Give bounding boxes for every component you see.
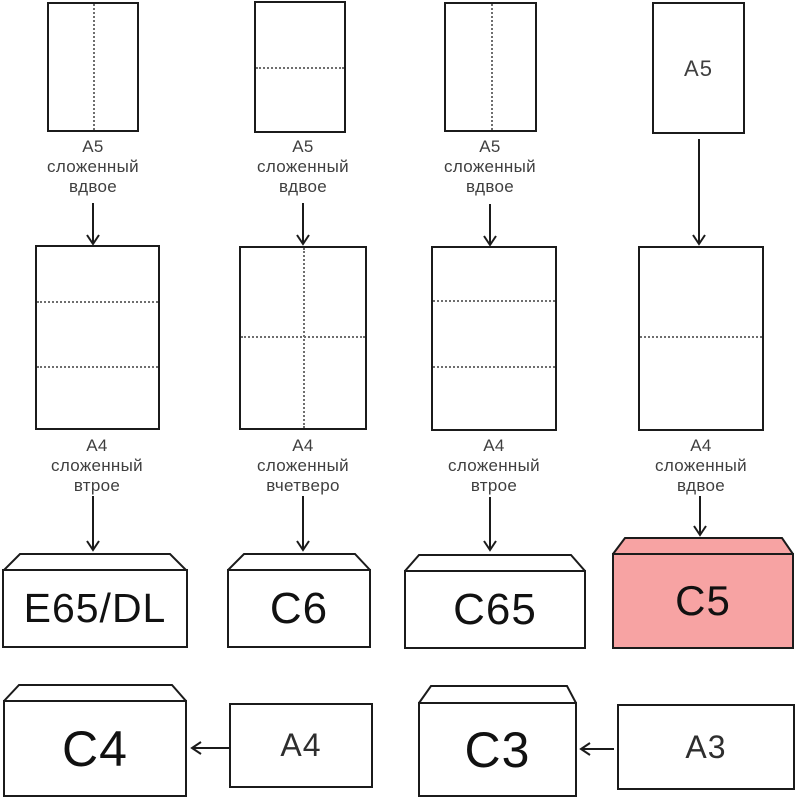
label-line: A4: [483, 436, 505, 455]
down-arrow: [483, 204, 497, 247]
envelope-label-c4: C4: [62, 720, 128, 777]
left-arrow: [579, 742, 614, 756]
sheet-a4: A4: [229, 703, 373, 788]
down-arrow: [483, 497, 497, 552]
paper-a4-col4: [638, 246, 764, 431]
label-line: A4: [292, 436, 314, 455]
label-line: сложенный: [448, 456, 540, 475]
paper-a4-col1: [35, 245, 160, 430]
paper-a4-col3: [431, 246, 557, 431]
envelope-e65dl: [2, 553, 188, 648]
fold-line-horizontal: [640, 335, 762, 338]
fold-line-horizontal: [433, 300, 555, 303]
down-arrow: [693, 496, 707, 537]
down-arrow: [86, 203, 100, 246]
paper-a5-col1: [47, 2, 139, 132]
envelope-c3: [418, 685, 577, 797]
fold-line-horizontal: [241, 336, 365, 339]
fold-line-vertical: [490, 4, 493, 130]
label-a4-folded-col2: A4 сложенный вчетверо: [218, 436, 388, 496]
envelope-c5-highlighted: [612, 537, 794, 649]
fold-line-horizontal: [37, 301, 158, 304]
down-arrow: [296, 203, 310, 246]
fold-line-horizontal: [256, 67, 344, 69]
label-line: вдвое: [278, 177, 327, 196]
label-a5-folded-col2: A5 сложенный вдвое: [228, 137, 378, 197]
envelope-c4: [3, 684, 187, 797]
envelope-label-c3: C3: [464, 721, 531, 778]
label-line: вчетверо: [266, 476, 340, 495]
label-a5-folded-col3: A5 сложенный вдвое: [415, 137, 565, 197]
label-line: A5: [292, 137, 314, 156]
paper-a5-inner-label: A5: [684, 56, 713, 81]
envelope-c6: [227, 553, 371, 648]
envelope-label-c5: C5: [675, 577, 731, 624]
label-line: сложенный: [257, 157, 349, 176]
label-line: A5: [479, 137, 501, 156]
envelope-label-c6: C6: [269, 583, 329, 633]
label-line: втрое: [470, 476, 518, 495]
sheet-a3-label: A3: [685, 728, 727, 765]
down-arrow: [86, 496, 100, 552]
sheet-a3: A3: [617, 704, 795, 790]
envelope-label-e65dl: E65/DL: [23, 585, 167, 631]
sheet-a4-label: A4: [280, 727, 322, 763]
label-a4-folded-col4: A4 сложенный вдвое: [616, 436, 786, 496]
label-line: A4: [690, 436, 712, 455]
label-line: вдвое: [68, 177, 117, 196]
label-line: сложенный: [257, 456, 349, 475]
fold-line-vertical: [93, 4, 95, 130]
down-arrow: [296, 496, 310, 552]
label-line: втрое: [73, 476, 121, 495]
label-line: вдвое: [465, 177, 514, 196]
label-a5-folded-col1: A5 сложенный вдвое: [18, 137, 168, 197]
label-line: сложенный: [51, 456, 143, 475]
fold-line-horizontal: [37, 366, 158, 369]
fold-line-horizontal: [433, 365, 555, 368]
paper-a5-col3: [444, 2, 537, 132]
label-a4-folded-col1: A4 сложенный втрое: [12, 436, 182, 496]
label-line: вдвое: [676, 476, 725, 495]
paper-a5-col2: [254, 1, 346, 133]
label-line: сложенный: [444, 157, 536, 176]
label-line: сложенный: [47, 157, 139, 176]
envelope-label-c65: C65: [453, 584, 537, 634]
left-arrow: [190, 741, 229, 755]
paper-a5-col4: A5: [652, 2, 745, 134]
label-line: сложенный: [655, 456, 747, 475]
paper-a4-col2: [239, 246, 367, 430]
down-arrow: [692, 139, 706, 246]
envelope-c65: [404, 554, 586, 649]
label-line: A5: [82, 137, 104, 156]
label-line: A4: [86, 436, 108, 455]
label-a4-folded-col3: A4 сложенный втрое: [409, 436, 579, 496]
